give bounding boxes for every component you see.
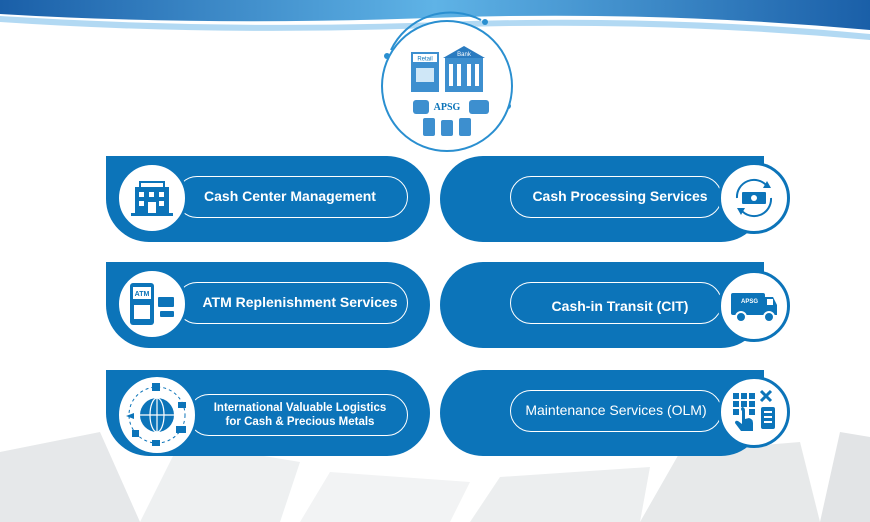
cash-cycle-icon xyxy=(718,162,790,234)
card-atm-label: ATM Replenishment Services xyxy=(202,294,398,311)
card-maintenance-label: Maintenance Services (OLM) xyxy=(525,402,707,419)
globe-logistics-icon xyxy=(116,374,198,456)
retail-sign: Retail xyxy=(417,57,432,63)
card-cash-center-label: Cash Center Management xyxy=(204,188,376,205)
card-logistics-label: International Valuable Logistics for Cas… xyxy=(196,394,404,436)
bank-sign: Bank xyxy=(457,52,472,58)
card-cash-processing-label-box xyxy=(510,176,722,218)
card-cit-label-box xyxy=(510,282,722,324)
armored-truck-icon: APSG xyxy=(718,270,790,342)
card-maintenance-label-box xyxy=(510,390,722,432)
building-icon xyxy=(116,162,188,234)
card-logistics-label-box xyxy=(188,394,408,436)
card-logistics-label-line1: International Valuable Logistics xyxy=(213,401,387,414)
atm-screen-text: ATM xyxy=(135,291,150,298)
card-cit-label: Cash-in Transit (CIT) xyxy=(551,298,689,315)
brand-text: APSG xyxy=(434,102,461,113)
card-atm-label-box xyxy=(176,282,408,324)
keypad-tools-icon xyxy=(718,376,790,448)
card-logistics-label-line2: for Cash & Precious Metals xyxy=(225,416,375,428)
apsg-logo: Retail Bank APSG xyxy=(381,20,513,152)
atm-icon: ATM xyxy=(116,268,188,340)
apsg-logo-illustration: Retail Bank APSG xyxy=(411,46,489,136)
truck-brand-text: APSG xyxy=(741,299,758,305)
floor-background xyxy=(0,432,870,522)
card-cash-processing-label: Cash Processing Services xyxy=(532,188,708,205)
card-cash-center-label-box xyxy=(176,176,408,218)
